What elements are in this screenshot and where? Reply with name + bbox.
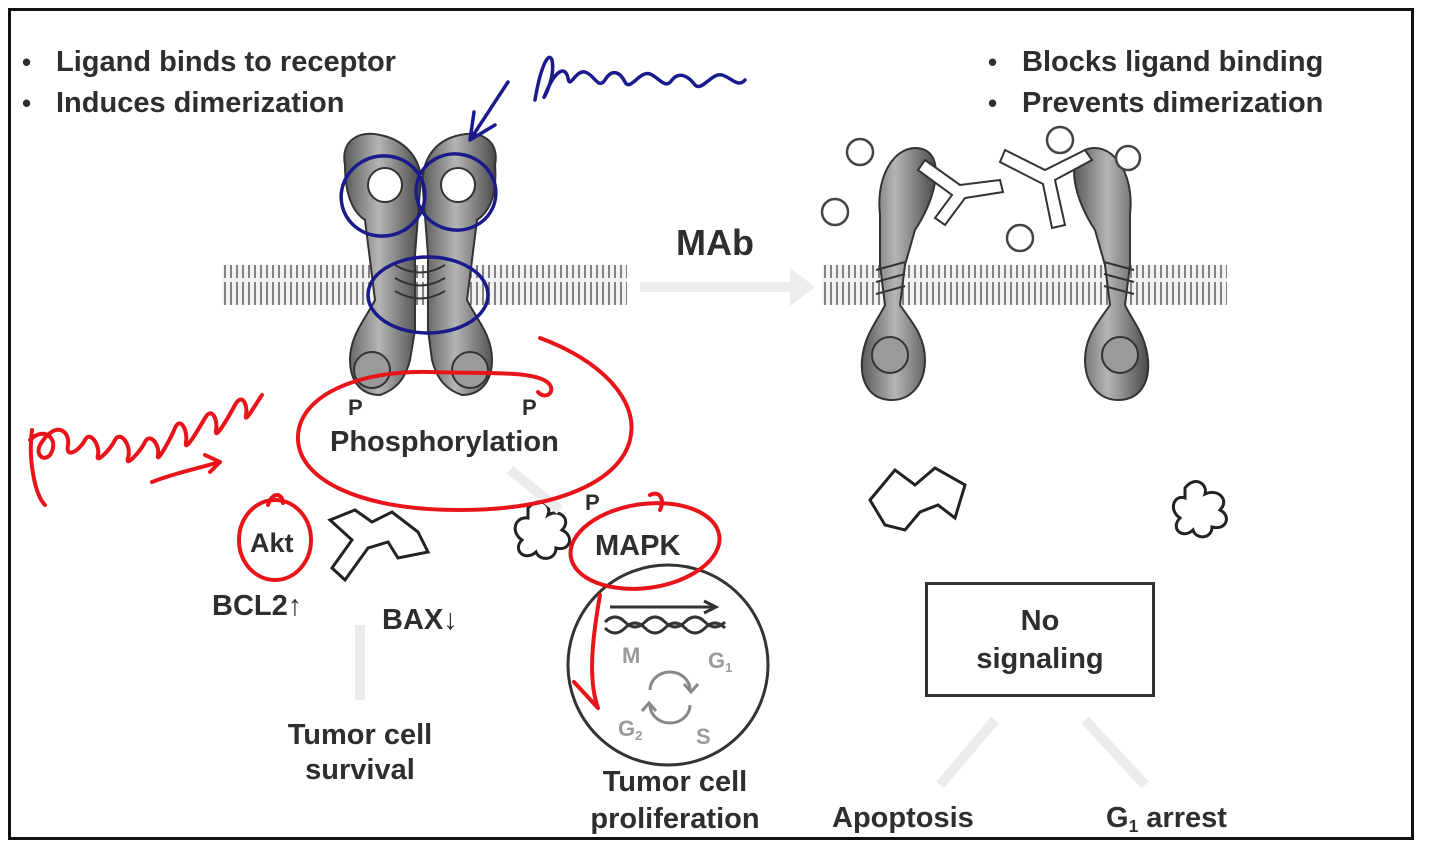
antibody-left — [916, 158, 1005, 227]
phosphorylation-scribble — [28, 393, 264, 507]
signal-protein-right-1 — [868, 466, 967, 532]
proliferation-line1: Tumor cell — [602, 766, 748, 798]
mapk-circle — [568, 501, 722, 591]
right-bullet-list: Blocks ligand binding Prevents dimerizat… — [986, 42, 1323, 124]
signal-protein-bax — [327, 508, 431, 583]
bcl2-text: BCL2 — [212, 590, 288, 622]
left-bullet-list: Ligand binds to receptor Induces dimeriz… — [20, 42, 396, 124]
nucleus-circle — [566, 563, 770, 767]
dimerization-arrow — [468, 80, 510, 142]
arrow-to-apoptosis — [936, 716, 999, 789]
apoptosis-label: Apoptosis — [832, 802, 974, 834]
g1-arrest-rest: arrest — [1138, 802, 1227, 834]
red-annotations — [28, 336, 722, 710]
phospho-p-mapk: P — [585, 490, 600, 515]
right-bullet-item: Prevents dimerization — [986, 83, 1323, 124]
phosphorylation-label: Phosphorylation — [330, 426, 559, 458]
down-arrow-icon: ↓ — [443, 604, 458, 636]
akt-circle — [237, 498, 313, 582]
no-signaling-line2: signaling — [976, 642, 1104, 675]
cycle-g1-label: G1 — [708, 648, 732, 675]
bax-text: BAX — [382, 604, 444, 636]
right-bullet-item: Blocks ligand binding — [986, 42, 1323, 83]
mab-arrow — [640, 268, 815, 306]
cycle-g1-text: G — [708, 648, 726, 673]
proliferation-label: Tumor cell proliferation — [570, 764, 780, 838]
arrow-phospho-to-mapk — [506, 466, 564, 514]
proliferation-line2: proliferation — [590, 803, 760, 835]
free-ligands — [820, 125, 1142, 253]
dimer-circle-tm — [366, 255, 490, 335]
cycle-g1-sub: 1 — [725, 659, 733, 675]
g1-arrest-sub: 1 — [1128, 816, 1139, 837]
no-signaling-box: No signaling — [925, 582, 1155, 697]
dimerization-scribble — [533, 55, 747, 102]
mapk-label: MAPK — [595, 530, 681, 562]
bcl2-label: BCL2↑ — [212, 590, 302, 623]
cycle-g2-label: G2 — [618, 716, 642, 743]
dimer-circle-right — [414, 152, 498, 232]
signal-protein-mapk-left — [513, 500, 571, 560]
cycle-g2-text: G — [618, 716, 636, 741]
cycle-m-label: M — [622, 643, 641, 668]
phospho-p-right: P — [522, 395, 537, 420]
survival-line2: survival — [305, 754, 415, 786]
receptor-blocked-left — [860, 147, 937, 402]
mapk-to-nucleus-arrow — [572, 593, 602, 710]
survival-line1: Tumor cell — [287, 719, 433, 751]
mab-label: MAb — [676, 222, 754, 263]
signal-protein-right-2 — [1171, 480, 1228, 539]
cycle-g2-sub: 2 — [635, 727, 643, 743]
g1-arrest-label: G1 arrest — [1106, 802, 1227, 837]
phospho-big-loop — [295, 336, 634, 513]
no-signaling-line1: No — [1020, 604, 1060, 637]
up-arrow-icon: ↑ — [287, 590, 303, 622]
dimer-circle-left — [339, 154, 427, 238]
cycle-s-label: S — [696, 724, 711, 749]
bax-label: BAX↓ — [382, 604, 458, 637]
akt-label: Akt — [250, 528, 294, 558]
dna-helix — [603, 599, 727, 635]
left-bullet-item: Ligand binds to receptor — [20, 42, 396, 83]
survival-label: Tumor cell survival — [270, 718, 450, 788]
g1-arrest-g: G — [1106, 802, 1129, 834]
phospho-p-left: P — [348, 395, 363, 420]
antibody-right — [998, 148, 1094, 230]
blue-annotations — [339, 55, 747, 335]
left-bullet-item: Induces dimerization — [20, 83, 396, 124]
cell-cycle-arrows — [640, 670, 700, 725]
arrow-to-g1-arrest — [1081, 716, 1149, 789]
phospho-small-arrow — [150, 453, 222, 484]
